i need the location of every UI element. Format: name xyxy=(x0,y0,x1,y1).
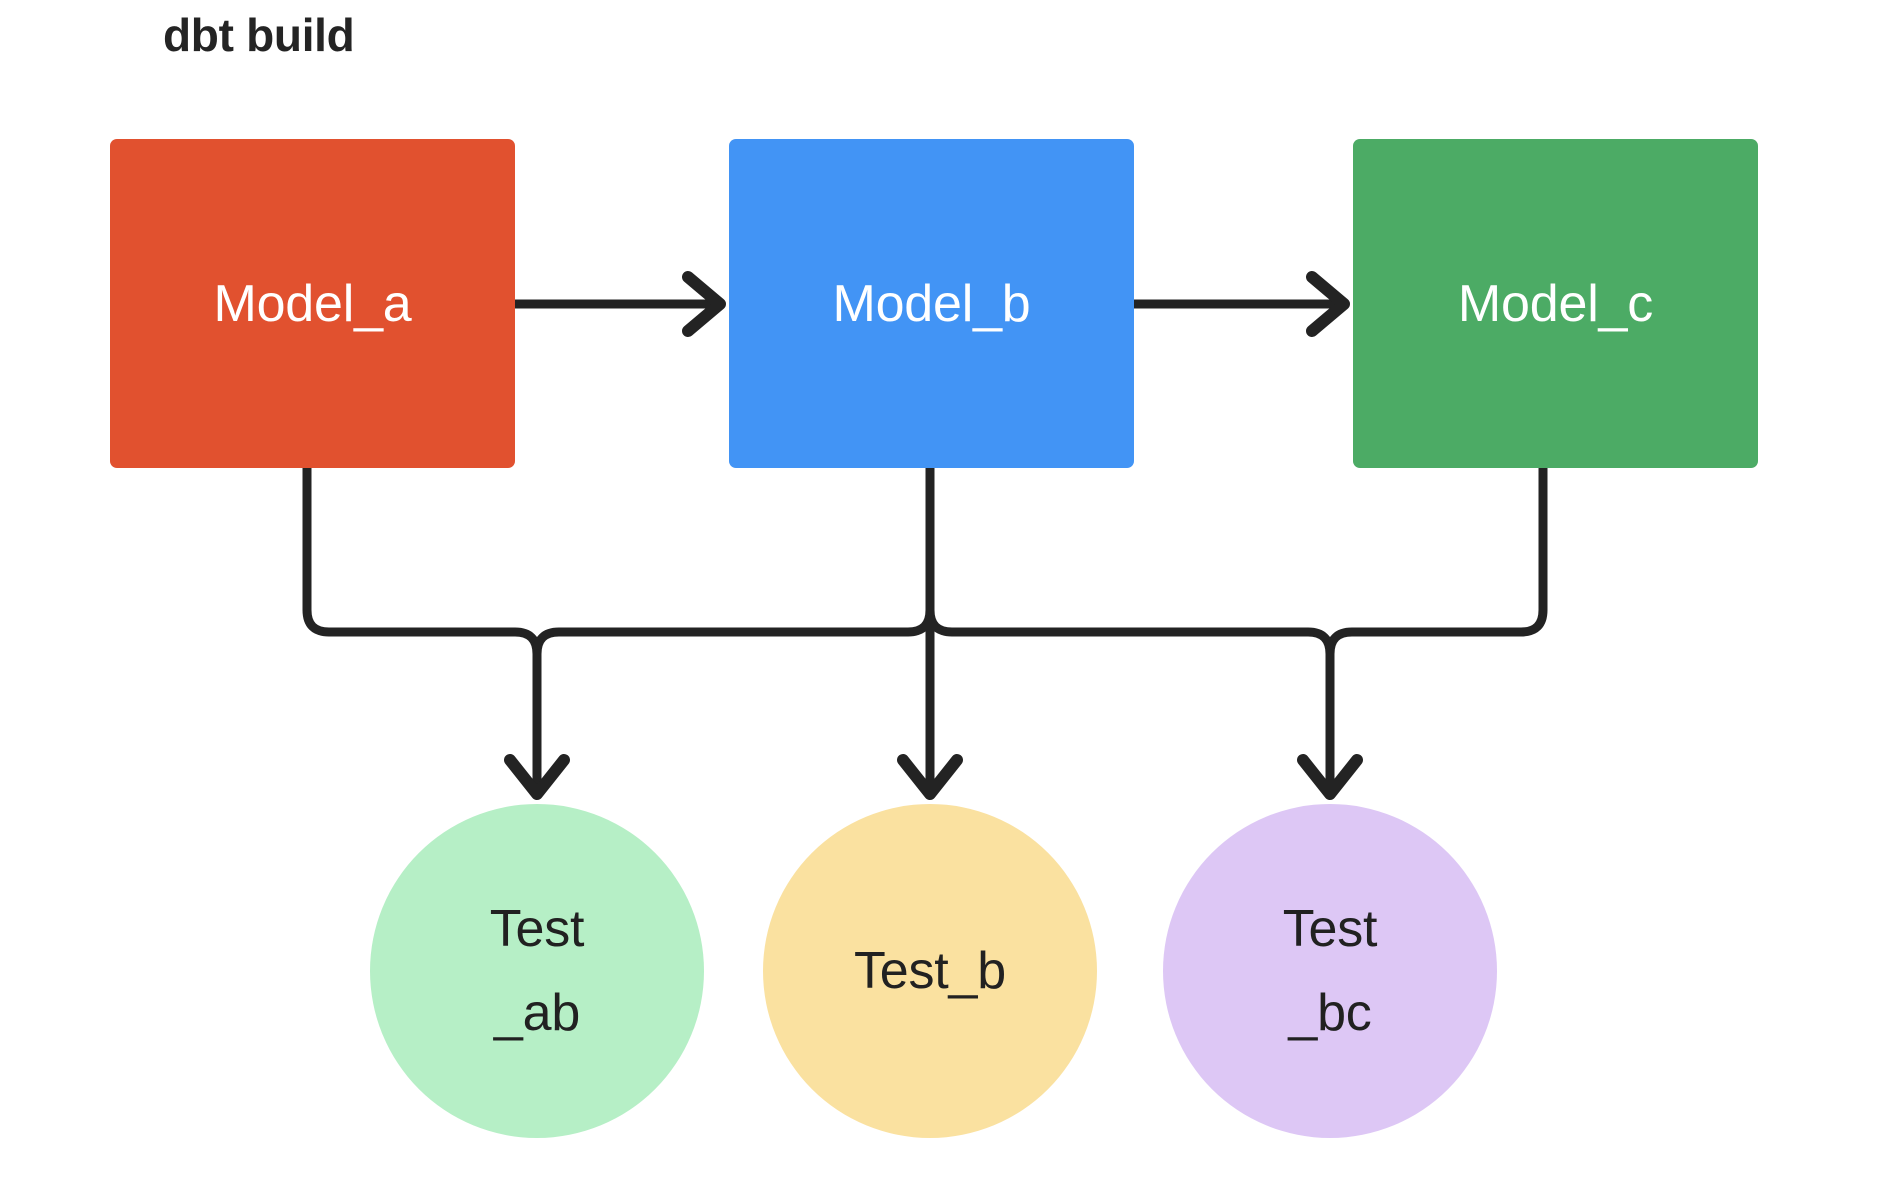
edge-model-b-to-model-c xyxy=(1129,271,1350,337)
edge-model-b-to-test-b xyxy=(897,463,963,800)
node-test-ab-label-line2: _ab xyxy=(493,984,581,1042)
node-test-bc-label: Test _bc xyxy=(1283,887,1378,1055)
node-test-ab-label-line1: Test xyxy=(489,899,585,958)
node-model-b[interactable]: Model_b xyxy=(729,139,1134,468)
node-test-b-label: Test_b xyxy=(854,929,1006,1013)
edge-model-c-to-bus xyxy=(1325,463,1548,659)
node-test-b-label-line1: Test_b xyxy=(853,941,1006,1000)
node-test-b[interactable]: Test_b xyxy=(763,804,1097,1138)
node-test-ab-label: Test _ab xyxy=(490,887,585,1055)
node-test-bc-label-line2: _bc xyxy=(1288,984,1372,1042)
node-model-c-label: Model_c xyxy=(1457,274,1654,333)
node-model-c[interactable]: Model_c xyxy=(1353,139,1758,468)
edge-bus-line xyxy=(532,605,1335,659)
edge-bus-to-test-bc xyxy=(1297,649,1363,800)
node-test-bc-label-line1: Test xyxy=(1282,899,1378,958)
node-model-a[interactable]: Model_a xyxy=(110,139,515,468)
node-model-b-label: Model_b xyxy=(832,274,1031,333)
edge-model-a-to-bus xyxy=(302,463,542,659)
node-test-ab[interactable]: Test _ab xyxy=(370,804,704,1138)
edge-model-a-to-model-b xyxy=(510,271,726,337)
edge-bus-to-test-ab xyxy=(504,649,570,800)
node-test-bc[interactable]: Test _bc xyxy=(1163,804,1497,1138)
node-model-a-label: Model_a xyxy=(213,274,412,333)
diagram-title: dbt build xyxy=(163,9,355,61)
